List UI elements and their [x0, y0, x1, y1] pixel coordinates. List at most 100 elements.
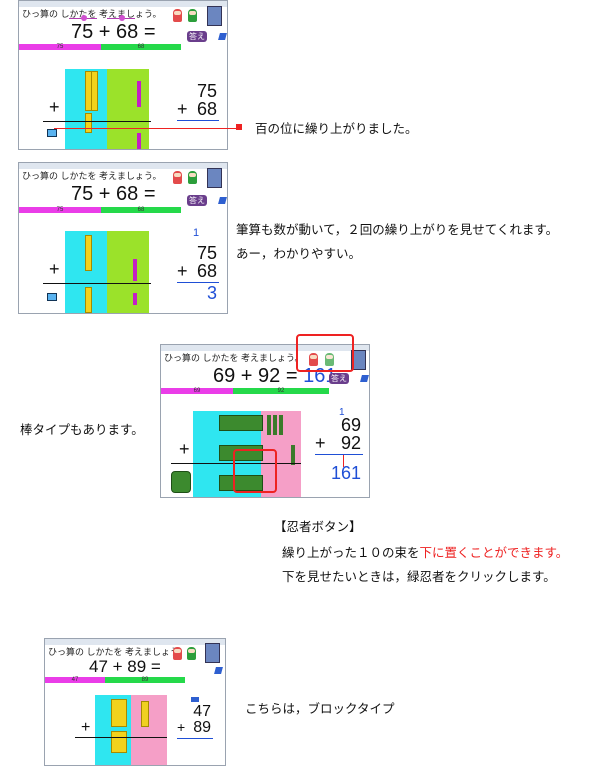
ones-block	[137, 133, 141, 149]
carry-digit: 1	[193, 227, 200, 239]
written-sum: 161	[330, 463, 361, 483]
carry-digit: 1	[339, 407, 345, 418]
red-ninja-button[interactable]	[173, 647, 182, 660]
title-bar	[45, 639, 225, 645]
instruction-text: ひっ算の しかたを 考えましょう。	[22, 171, 162, 181]
equation: 75 + 68 =	[71, 21, 156, 43]
plus-sign: +	[179, 439, 190, 459]
pencil-icon[interactable]	[214, 667, 223, 674]
plus-sign: +	[81, 719, 91, 736]
bar-right: 92	[233, 388, 329, 394]
stick-bundles-result	[219, 475, 263, 491]
screenshot-3: ひっ算の しかたを 考えましょう。 69 + 92 = 161 69 92 答え…	[160, 344, 370, 498]
written-plus: +	[315, 433, 326, 453]
ones-column	[131, 695, 167, 765]
sum-line	[43, 283, 151, 284]
caption-block-type: こちらは，ブロックタイプ	[245, 701, 395, 716]
ones-block	[133, 259, 137, 281]
written-bottom: 92	[340, 433, 361, 453]
bar-left: 69	[161, 388, 233, 394]
caption-easy-to-understand: あー，わかりやすい。	[236, 246, 362, 261]
ones-column	[107, 231, 149, 313]
red-ninja-button[interactable]	[309, 353, 318, 366]
written-top: 47	[193, 703, 211, 720]
carry-marker	[191, 697, 199, 702]
bar-right: 68	[101, 207, 181, 213]
caption-written-moves: 筆算も数が動いて，２回の繰り上がりを見せてくれます。	[236, 222, 559, 237]
stick-type-icon[interactable]	[351, 350, 366, 370]
sum-line	[171, 463, 301, 464]
caption-carry-hundreds: 百の位に繰り上がりました。	[255, 121, 418, 136]
ninja-line-2: 下を見せたいときは，緑忍者をクリックします。	[282, 569, 556, 584]
ones-block	[137, 81, 141, 107]
tens-block	[111, 699, 127, 727]
red-ninja-button[interactable]	[173, 9, 182, 22]
single-stick	[291, 445, 295, 465]
digit-markers	[69, 15, 139, 21]
pencil-icon[interactable]	[218, 197, 227, 204]
tens-block	[91, 71, 98, 111]
bar-right: 68	[101, 44, 181, 50]
green-ninja-button[interactable]	[325, 353, 334, 366]
ninja-line-1: 繰り上がった１０の束を下に置くことができます。	[282, 545, 569, 560]
tens-block	[85, 113, 92, 133]
bar-right: 89	[105, 677, 185, 683]
block-type-icon[interactable]	[207, 6, 222, 26]
pencil-icon[interactable]	[360, 375, 369, 382]
ninja-heading: 【忍者ボタン】	[274, 519, 362, 534]
tens-block	[85, 235, 92, 271]
written-bottom: 68	[196, 99, 217, 119]
title-bar	[19, 163, 227, 169]
highlight-ninja-buttons	[296, 334, 354, 372]
written-plus: +	[177, 261, 188, 281]
written-plus: +	[177, 719, 186, 735]
stick-bundles-top	[219, 415, 263, 431]
carry-line	[343, 455, 344, 467]
ninja-line-1-highlight: 下に置くことができます。	[419, 545, 569, 560]
bar-left: 75	[19, 44, 101, 50]
bar-left: 75	[19, 207, 101, 213]
sum-line	[75, 737, 167, 738]
written-plus: +	[177, 99, 188, 119]
block-type-icon[interactable]	[207, 168, 222, 188]
pencil-icon[interactable]	[218, 33, 227, 40]
written-line	[177, 120, 219, 121]
answer-button[interactable]: 答え	[187, 31, 207, 42]
written-line	[177, 738, 213, 739]
written-sum: 3	[206, 283, 217, 303]
screenshot-2: ひっ算の しかたを 考えましょう。 75 + 68 = 75 68 答え + 1…	[18, 162, 228, 314]
answer-button[interactable]: 答え	[187, 195, 207, 206]
instruction-text: ひっ算の しかたを 考えましょう。	[22, 9, 162, 19]
instruction-text: ひっ算の しかたを 考えましょう。	[48, 647, 188, 657]
callout-end	[236, 124, 242, 130]
carried-bundle-stack	[171, 471, 191, 493]
single-stick	[279, 415, 283, 435]
title-bar	[19, 1, 227, 7]
red-ninja-button[interactable]	[173, 171, 182, 184]
written-top: 69	[340, 415, 361, 435]
green-ninja-button[interactable]	[187, 647, 196, 660]
instruction-text: ひっ算の しかたを 考えましょう。	[164, 353, 304, 363]
ones-block	[141, 701, 149, 727]
written-bottom: 89	[193, 719, 211, 736]
tens-block	[85, 287, 92, 313]
green-ninja-button[interactable]	[188, 171, 197, 184]
written-top: 75	[196, 243, 217, 263]
equation: 75 + 68 =	[71, 183, 156, 205]
green-ninja-button[interactable]	[188, 9, 197, 22]
written-line	[315, 454, 363, 455]
written-top: 75	[196, 81, 217, 101]
screenshot-1: ひっ算の しかたを 考えましょう。 75 + 68 = 75 68 答え + 7…	[18, 0, 228, 150]
callout-line	[54, 128, 236, 129]
answer-button[interactable]: 答え	[329, 373, 349, 384]
equation: 47 + 89 =	[89, 657, 161, 676]
single-stick	[273, 415, 277, 435]
written-line	[177, 282, 219, 283]
plus-sign: +	[49, 259, 60, 279]
block-type-icon[interactable]	[205, 643, 220, 663]
screenshot-4: ひっ算の しかたを 考えましょう。 47 + 89 = 47 89 + 47 +…	[44, 638, 226, 766]
single-stick	[267, 415, 271, 435]
bar-left: 47	[45, 677, 105, 683]
ones-column	[107, 69, 149, 149]
written-bottom: 68	[196, 261, 217, 281]
